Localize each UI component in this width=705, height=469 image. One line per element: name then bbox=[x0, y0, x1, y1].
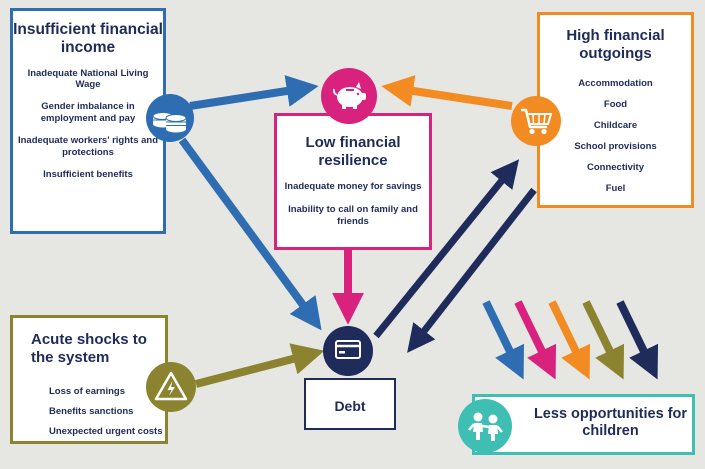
insufficient-income-item: Gender imbalance in employment and pay bbox=[40, 101, 136, 125]
arrow-outgoings-to-debt bbox=[407, 187, 537, 353]
piggy-bank-icon bbox=[321, 68, 377, 124]
arrow-income-to-debt bbox=[178, 137, 322, 331]
low-resilience-item: Inability to call on family and friends bbox=[288, 204, 418, 228]
arrow-to-children-orange bbox=[548, 300, 591, 380]
children-title: Less opportunities for children bbox=[533, 406, 688, 440]
acute-shocks-title: Acute shocks to the system bbox=[31, 331, 147, 366]
high-outgoings-title: High financial outgoings bbox=[566, 27, 665, 62]
acute-shocks-item: Loss of earnings bbox=[49, 386, 126, 398]
high-outgoings-list: Accommodation Food Childcare School prov… bbox=[540, 78, 691, 194]
low-resilience-title: Low financial resilience bbox=[305, 134, 401, 169]
high-outgoings-item: School provisions bbox=[574, 141, 657, 152]
arrow-to-children-pink bbox=[514, 300, 557, 380]
insufficient-income-item: Inadequate National Living Wage bbox=[27, 67, 149, 91]
insufficient-income-list: Inadequate National Living Wage Gender i… bbox=[13, 68, 163, 181]
children-box: Less opportunities for children bbox=[472, 394, 695, 455]
acute-shocks-box: Acute shocks to the system Loss of earni… bbox=[10, 315, 168, 444]
acute-shocks-item: Unexpected urgent costs bbox=[49, 426, 163, 438]
shopping-cart-icon bbox=[511, 96, 561, 146]
children-icon bbox=[458, 399, 512, 453]
low-resilience-item: Inadequate money for savings bbox=[284, 181, 422, 193]
arrow-to-children-blue bbox=[482, 300, 525, 380]
high-outgoings-item: Fuel bbox=[605, 182, 626, 194]
arrow-debt-to-outgoings bbox=[373, 159, 520, 339]
credit-card-icon bbox=[323, 326, 373, 376]
coins-icon bbox=[146, 94, 194, 142]
low-resilience-box: Low financial resilience Inadequate mone… bbox=[274, 113, 432, 250]
acute-shocks-item: Benefits sanctions bbox=[49, 406, 134, 418]
debt-title: Debt bbox=[334, 398, 366, 414]
high-outgoings-item: Childcare bbox=[593, 120, 638, 132]
debt-box: Debt bbox=[304, 378, 396, 430]
arrow-to-children-olive bbox=[582, 300, 625, 380]
lightning-icon bbox=[146, 362, 196, 412]
high-outgoings-box: High financial outgoings Accommodation F… bbox=[537, 12, 694, 208]
arrow-income-to-resilience bbox=[189, 75, 319, 110]
insufficient-income-box: Insufficient financial income Inadequate… bbox=[10, 8, 166, 234]
arrow-outgoings-to-resilience bbox=[381, 75, 513, 110]
insufficient-income-title: Insufficient financial income bbox=[13, 21, 163, 57]
high-outgoings-item: Accommodation bbox=[578, 78, 653, 90]
acute-shocks-list: Loss of earnings Benefits sanctions Unex… bbox=[13, 386, 165, 438]
high-outgoings-item: Connectivity bbox=[586, 161, 644, 173]
low-resilience-list: Inadequate money for savings Inability t… bbox=[277, 181, 429, 228]
arrow-shocks-to-debt bbox=[194, 343, 325, 388]
insufficient-income-item: Insufficient benefits bbox=[43, 168, 133, 180]
high-outgoings-item: Food bbox=[603, 99, 628, 111]
insufficient-income-item: Inadequate workers' rights and protectio… bbox=[17, 135, 159, 158]
arrow-to-children-navy bbox=[616, 300, 659, 380]
